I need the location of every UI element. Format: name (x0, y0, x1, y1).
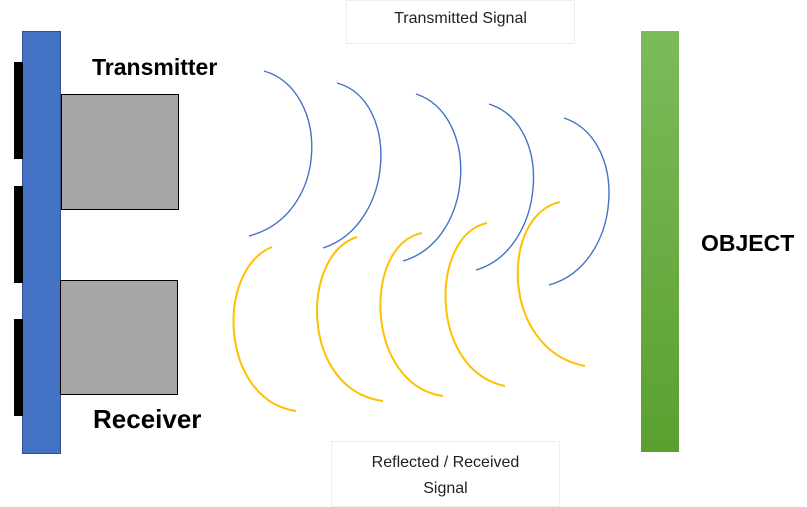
transmitted-wave-5 (548, 117, 610, 286)
object-label: OBJECT (701, 230, 795, 256)
reflected-signal-text-line2: Signal (423, 480, 468, 497)
transmitter-module (61, 94, 179, 210)
transmitted-wave-4 (475, 103, 535, 271)
receiver-module (60, 280, 178, 395)
reflected-wave-2 (316, 236, 384, 402)
reflected-wave-1 (232, 246, 297, 412)
reflected-waves (232, 201, 586, 412)
transmitted-signal-text: Transmitted Signal (394, 10, 527, 27)
transmitted-wave-1 (248, 70, 313, 237)
object-bar (641, 31, 679, 452)
transmitted-wave-2 (322, 82, 382, 249)
reflected-signal-caption: Reflected / Received Signal (331, 441, 560, 507)
transmitted-signal-caption: Transmitted Signal (346, 0, 575, 44)
board-pin-3 (14, 319, 23, 416)
reflected-wave-4 (444, 222, 506, 387)
transmitted-waves (248, 70, 610, 286)
reflected-wave-5 (516, 201, 586, 367)
transmitted-wave-3 (402, 93, 462, 262)
receiver-label: Receiver (93, 404, 202, 434)
transmitter-label: Transmitter (92, 54, 218, 80)
reflected-signal-text-line1: Reflected / Received (371, 454, 520, 471)
board-pin-1 (14, 62, 23, 159)
board-pin-2 (14, 186, 23, 283)
reflected-wave-3 (379, 232, 444, 397)
